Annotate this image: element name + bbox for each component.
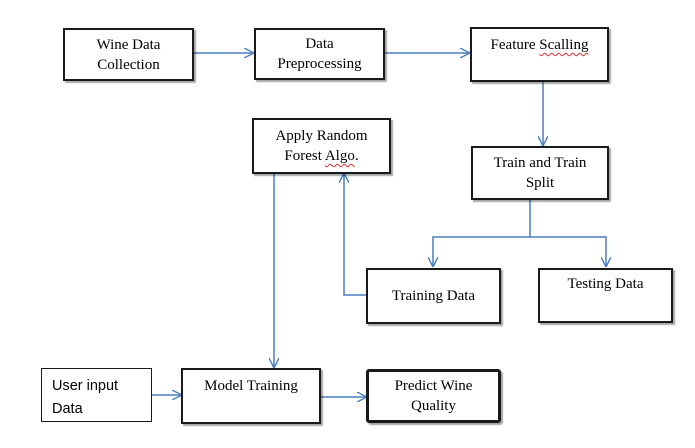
training-data-node: Training Data <box>366 268 501 324</box>
data-preprocessing-node: Data Preprocessing <box>254 28 385 80</box>
predict-line1: Predict Wine <box>394 378 473 394</box>
feature-scalling-word2: Scalling <box>539 37 589 53</box>
predict-wine-quality-node: Predict Wine Quality <box>366 369 501 423</box>
train-and-train-split-node: Train and Train Split <box>471 146 609 200</box>
data-preprocessing-line2: Preprocessing <box>277 56 362 72</box>
feature-scalling-word1: Feature <box>490 37 540 53</box>
train-split-line1: Train and Train <box>493 155 587 171</box>
random-forest-line1: Apply Random <box>275 128 368 144</box>
user-input-line1: User input <box>52 378 119 394</box>
arrow-training-data-to-random-forest <box>344 174 366 296</box>
arrow-split-branch-left <box>433 200 531 266</box>
testing-data-node: Testing Data <box>538 268 673 323</box>
train-split-line2: Split <box>525 175 555 191</box>
training-data-label: Training Data <box>391 288 476 304</box>
random-forest-line2c: . <box>354 148 359 164</box>
model-training-node: Model Training <box>181 368 321 424</box>
user-input-line2: Data <box>52 401 83 417</box>
random-forest-line2b: Algo <box>324 148 355 164</box>
data-preprocessing-line1: Data <box>305 36 334 52</box>
wine-data-collection-line2: Collection <box>97 56 160 73</box>
apply-random-forest-node: Apply Random Forest Algo. <box>252 118 391 174</box>
feature-scalling-node: Feature Scalling <box>470 27 609 82</box>
random-forest-line2a: Forest <box>284 148 325 164</box>
wine-data-collection-line1: Wine Data <box>96 36 161 53</box>
testing-data-label: Testing Data <box>567 276 644 292</box>
model-training-label: Model Training <box>204 378 298 394</box>
arrow-split-branch-right <box>530 236 606 266</box>
predict-line2: Quality <box>410 398 456 414</box>
user-input-data-node: User input Data <box>41 368 152 422</box>
wine-data-collection-node: Wine Data Collection <box>63 28 194 81</box>
